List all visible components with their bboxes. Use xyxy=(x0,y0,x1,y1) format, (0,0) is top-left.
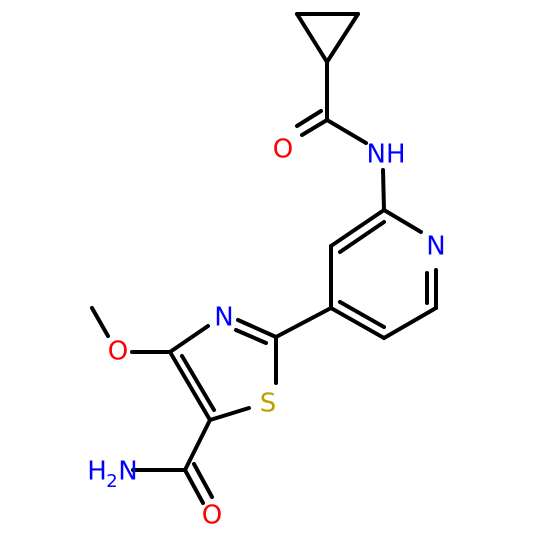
bond-thz-c4-c5 xyxy=(168,350,212,422)
bond-c5-carboxamide xyxy=(183,418,212,472)
bond-pyridine-thiazole xyxy=(274,306,333,339)
bond-cyclopropyl-left xyxy=(295,12,329,64)
bond-pyr-c6-c5 xyxy=(382,306,438,340)
atom-nh2-nitrogen: N xyxy=(118,457,137,487)
bond-cyclopropyl-right xyxy=(325,12,360,64)
bond-pyr-c5-c4-inner xyxy=(338,300,386,329)
bond-nh-pyridine xyxy=(381,168,386,212)
bond-pyr-c2-n1 xyxy=(382,208,423,234)
bond-pyr-c3-c2-inner xyxy=(338,220,386,254)
atom-nh2-subscript: 2 xyxy=(106,471,117,492)
bond-carbonyl-nh xyxy=(325,118,368,145)
bond-carboxamide-o-1 xyxy=(183,468,205,505)
atom-oxygen-carboxamide: O xyxy=(202,501,222,531)
atom-nitrogen-pyridine: N xyxy=(426,232,445,262)
bond-thz-c2-n3 xyxy=(236,318,278,339)
atom-sulfur-thiazole: S xyxy=(260,389,277,419)
atom-nh-amide: NH xyxy=(367,140,406,170)
atom-nh2-hydrogen: H xyxy=(87,457,107,487)
bond-thz-n3-c4 xyxy=(168,324,210,354)
bond-thz-c4-c5-inner xyxy=(180,354,216,412)
bond-methoxy-o-ch3 xyxy=(90,306,110,338)
bond-thz-c2-n3-inner xyxy=(234,328,268,345)
atom-oxygen-amide-top: O xyxy=(273,135,293,165)
bond-pyr-c5-c4 xyxy=(329,306,386,340)
atom-oxygen-methoxy: O xyxy=(108,337,128,367)
bond-pyr-c3-c2 xyxy=(329,208,386,248)
bond-carbonyl-oxygen-2 xyxy=(295,109,323,128)
atom-nitrogen-thiazole: N xyxy=(214,303,233,333)
bond-carboxamide-o-2 xyxy=(192,462,214,499)
bond-thz-c5-s1 xyxy=(208,406,251,422)
bond-carbonyl-oxygen-1 xyxy=(300,118,329,137)
